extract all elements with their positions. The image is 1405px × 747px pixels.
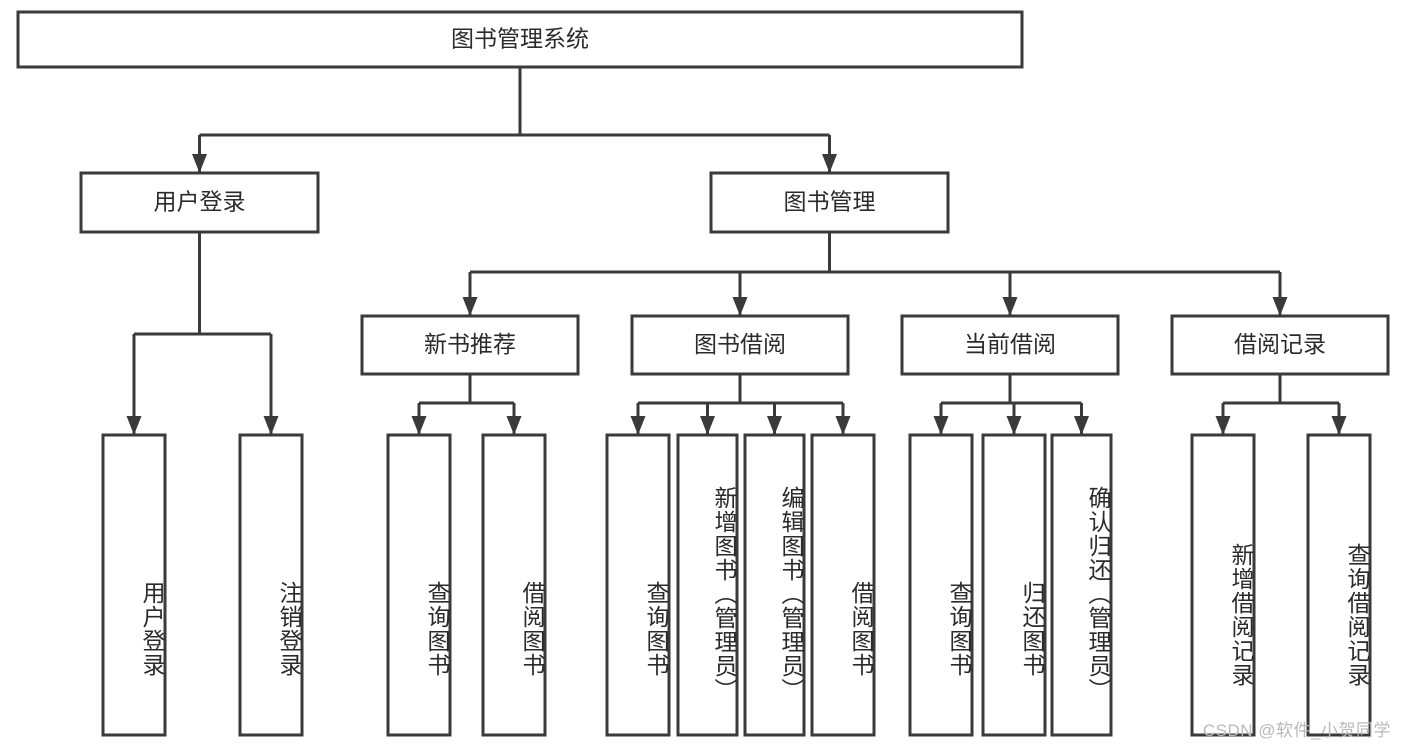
- node-box-book-borrow[interactable]: [630, 314, 850, 376]
- node-box-leaf-query-book-1[interactable]: [386, 433, 452, 737]
- node-box-leaf-confirm-return[interactable]: [1050, 433, 1113, 737]
- arrow-head-icon: [933, 416, 949, 435]
- arrow-head-icon: [263, 416, 279, 435]
- arrow-head-icon: [126, 416, 142, 435]
- node-box-leaf-query-book-3[interactable]: [908, 433, 974, 737]
- arrow-head-icon: [835, 416, 851, 435]
- node-label-borrow-record: 借阅记录: [1234, 331, 1326, 357]
- node-layer: [16, 10, 1390, 737]
- arrow-head-icon: [1074, 416, 1089, 435]
- node-box-leaf-edit-book[interactable]: [743, 433, 806, 737]
- node-box-leaf-query-record[interactable]: [1306, 433, 1372, 737]
- arrow-head-icon: [767, 416, 782, 435]
- csdn-watermark: CSDN @软件_小贺同学: [1202, 721, 1391, 740]
- node-box-new-book-rec[interactable]: [360, 314, 580, 376]
- node-box-leaf-user-logout[interactable]: [238, 433, 304, 737]
- node-label-root: 图书管理系统: [451, 26, 589, 52]
- node-box-current-borrow[interactable]: [900, 314, 1120, 376]
- arrow-head-icon: [1006, 416, 1022, 435]
- node-label-current-borrow: 当前借阅: [964, 331, 1056, 357]
- arrow-head-icon: [462, 297, 478, 316]
- arrow-head-icon: [1331, 416, 1347, 435]
- node-box-user-login[interactable]: [79, 171, 320, 234]
- node-box-leaf-borrow-book-2[interactable]: [810, 433, 876, 737]
- node-box-leaf-query-book-2[interactable]: [605, 433, 671, 737]
- arrow-head-icon: [822, 154, 837, 173]
- arrow-head-icon: [411, 416, 427, 435]
- node-label-book-borrow: 图书借阅: [694, 331, 786, 357]
- node-box-leaf-add-book[interactable]: [676, 433, 739, 737]
- node-box-root[interactable]: [16, 10, 1024, 69]
- node-box-borrow-record[interactable]: [1170, 314, 1390, 376]
- node-label-new-book-rec: 新书推荐: [424, 331, 516, 357]
- edge-layer: [126, 67, 1347, 435]
- node-box-leaf-add-record[interactable]: [1190, 433, 1256, 737]
- arrow-head-icon: [700, 416, 715, 435]
- arrow-head-icon: [1272, 297, 1288, 316]
- arrow-head-icon: [506, 416, 522, 435]
- node-label-user-login: 用户登录: [154, 189, 246, 215]
- arrow-head-icon: [1215, 416, 1231, 435]
- node-box-leaf-borrow-book-1[interactable]: [481, 433, 547, 737]
- arrow-head-icon: [732, 297, 748, 316]
- node-box-book-manage[interactable]: [709, 171, 950, 234]
- node-box-leaf-user-login[interactable]: [101, 433, 167, 737]
- arrow-head-icon: [192, 154, 207, 173]
- arrow-head-icon: [1002, 297, 1018, 316]
- node-box-leaf-return-book[interactable]: [981, 433, 1047, 737]
- node-label-book-manage: 图书管理: [784, 189, 876, 215]
- arrow-head-icon: [630, 416, 646, 435]
